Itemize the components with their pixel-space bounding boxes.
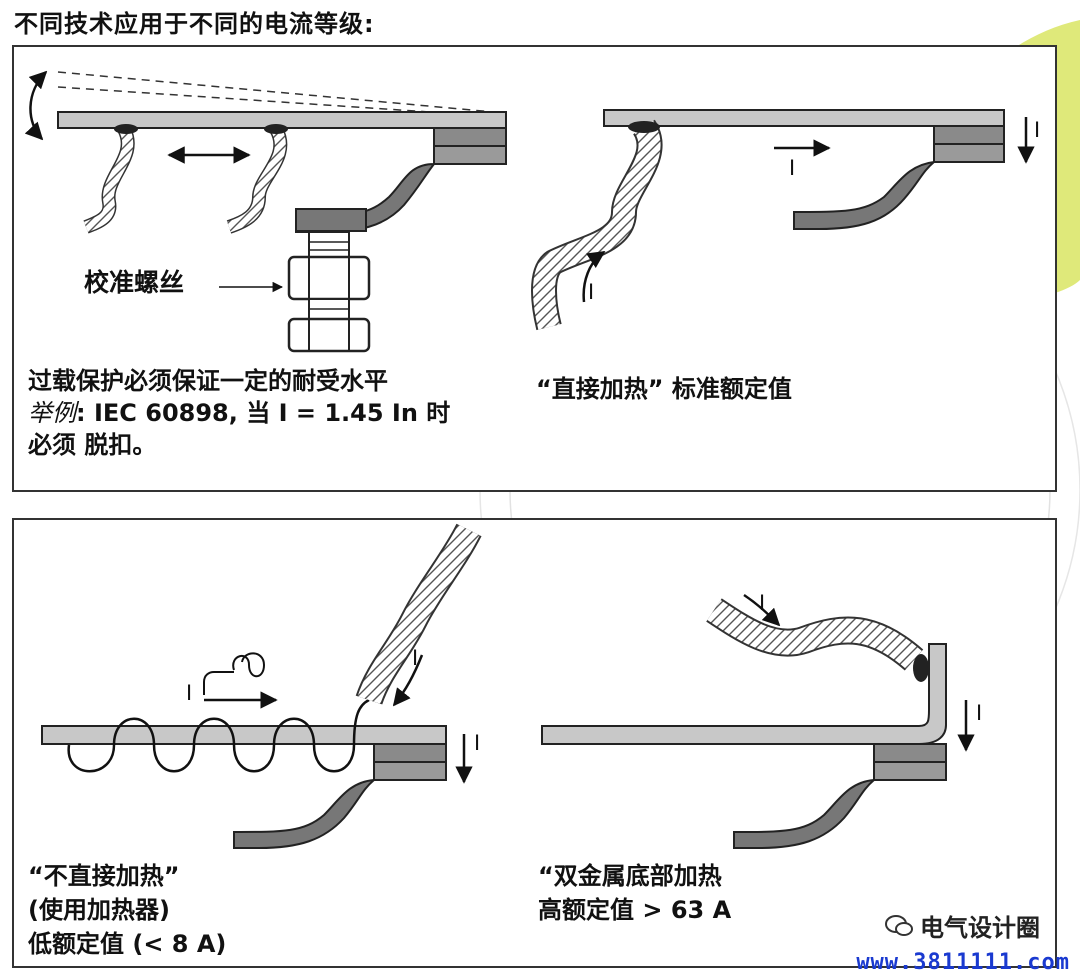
- current-arrow-wire-right: [743, 593, 781, 627]
- current-label-wire-left: I: [412, 645, 419, 670]
- current-label-down-right: I: [976, 700, 983, 725]
- bottom-heating-caption-line1: “双金属底部加热: [538, 862, 722, 890]
- heater-coil-icon: [67, 698, 370, 773]
- watermark: 电气设计圈: [884, 908, 1040, 943]
- calibration-screw-icon: [287, 231, 371, 353]
- panel-bottom: I I I I I “不直接加热” (使用加热器) 低额定值 (< 8 A) “…: [12, 518, 1057, 968]
- coil-symbol-icon: [232, 652, 266, 678]
- indirect-caption-line1: “不直接加热”: [28, 862, 180, 890]
- current-label-strip: I: [789, 155, 796, 180]
- current-arrow-wire: [582, 250, 606, 303]
- bimetal-strip-heater: [41, 725, 447, 849]
- indirect-caption-line2: (使用加热器): [28, 896, 170, 924]
- indirect-caption-line3: 低额定值 (< 8 A): [28, 930, 227, 958]
- panel-bottom-drawing: [41, 523, 975, 849]
- curved-arrow-icon: [24, 70, 48, 141]
- bimetal-strip-bottom: [541, 643, 947, 849]
- panel-top: 校准螺丝 I I I 过载保护必须保证一定的耐受水平 举例: IEC 60898…: [12, 45, 1057, 492]
- wechat-icon: [885, 914, 913, 936]
- overload-text-line2: 举例: IEC 60898, 当 I = 1.45 In 时: [28, 397, 450, 429]
- bottom-heating-caption-line2: 高额定值 > 63 A: [538, 896, 732, 924]
- watermark-text: 电气设计圈: [920, 914, 1040, 942]
- example-text: : IEC 60898, 当 I = 1.45 In 时: [76, 399, 451, 427]
- current-label-heater: I: [186, 680, 193, 705]
- site-url[interactable]: www.3811111.com: [856, 950, 1070, 975]
- current-label-down-left: I: [474, 730, 481, 755]
- current-arrow-wire-left: [392, 654, 424, 707]
- current-label-wire-right: I: [759, 590, 766, 615]
- bimetal-strip-left: [57, 71, 507, 233]
- current-label-down: I: [1034, 117, 1041, 142]
- screw-label: 校准螺丝: [84, 268, 185, 297]
- example-prefix: 举例: [28, 399, 76, 427]
- wire-right: [531, 119, 663, 331]
- panel-top-drawing: [24, 70, 1035, 353]
- current-label-wire: I: [588, 279, 595, 304]
- direct-heating-caption: “直接加热” 标准额定值: [536, 375, 792, 403]
- bimetal-strip-right: [603, 109, 1005, 230]
- overload-text-line1: 过载保护必须保证一定的耐受水平: [28, 367, 388, 395]
- page-title: 不同技术应用于不同的电流等级:: [14, 10, 375, 38]
- overload-text-line3: 必须 脱扣。: [28, 431, 157, 459]
